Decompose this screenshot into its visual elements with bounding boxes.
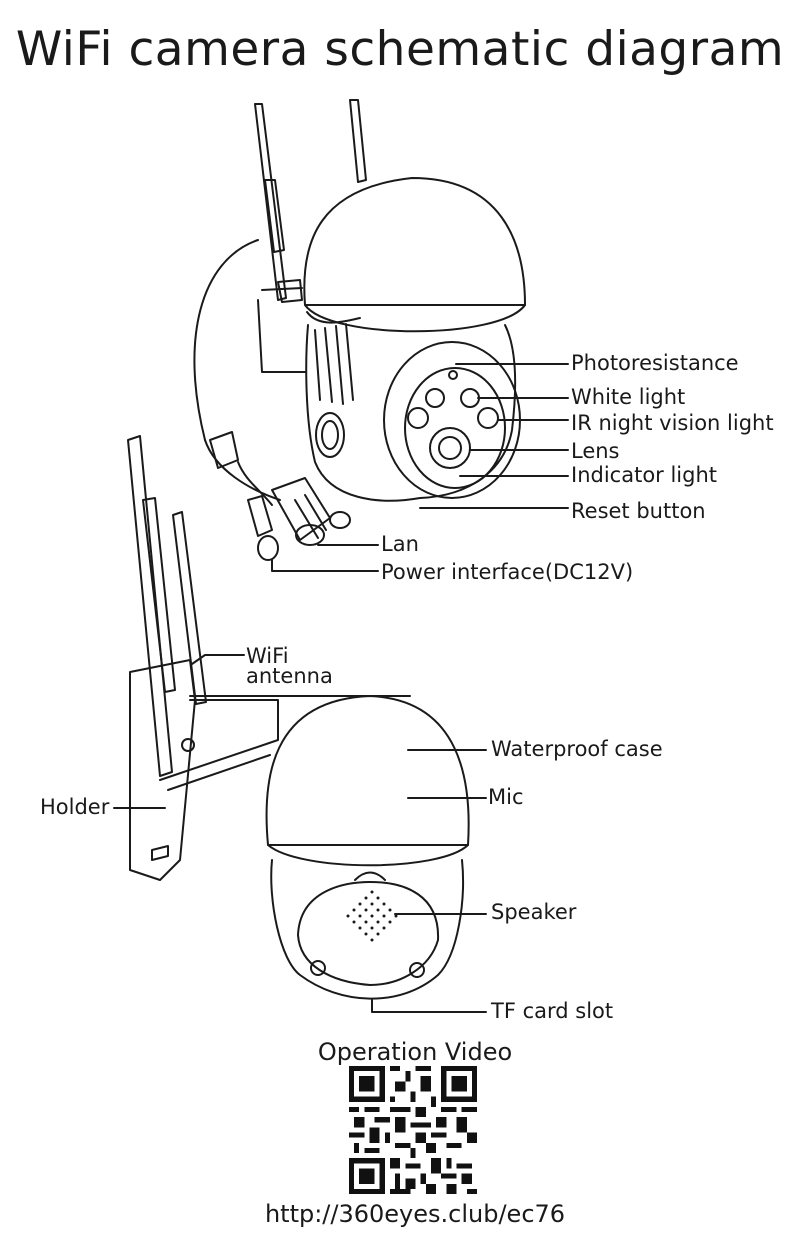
top-lower-body — [305, 324, 517, 502]
top-right-antenna — [349, 99, 367, 183]
bottom-camera-drawing — [113, 435, 487, 1013]
video-url[interactable]: http://360eyes.club/ec76 — [264, 1200, 566, 1228]
bottom-lower-sphere — [270, 859, 464, 1000]
top-dome — [303, 177, 526, 306]
label-reset-button: Reset button — [571, 499, 706, 523]
qr-code[interactable] — [349, 1066, 477, 1194]
top-left-antenna — [254, 103, 287, 301]
speaker-grille — [346, 890, 398, 942]
label-wifi-line2: antenna — [246, 664, 333, 688]
label-waterproof-case: Waterproof case — [491, 737, 663, 761]
label-wifi-antenna: WiFi antenna — [246, 644, 333, 688]
top-cable — [193, 239, 259, 441]
label-lan: Lan — [381, 532, 419, 556]
power-plug — [247, 495, 273, 537]
label-mic: Mic — [488, 785, 524, 809]
diagram-title: WiFi camera schematic diagram — [15, 22, 785, 77]
top-camera-drawing — [193, 99, 569, 572]
label-wifi-line1: WiFi — [246, 644, 289, 668]
top-lens — [429, 427, 471, 469]
label-tf-card-slot: TF card slot — [491, 999, 614, 1023]
label-lens: Lens — [571, 439, 620, 463]
label-photoresistance: Photoresistance — [571, 351, 739, 375]
bottom-dome — [265, 695, 470, 846]
label-indicator-light: Indicator light — [571, 463, 718, 487]
bottom-tall-antenna — [127, 435, 173, 777]
label-power-interface: Power interface(DC12V) — [381, 560, 634, 584]
bottom-short-antenna — [172, 511, 207, 705]
operation-video-caption: Operation Video — [317, 1038, 513, 1066]
label-ir-light: IR night vision light — [571, 411, 774, 435]
label-white-light: White light — [571, 385, 686, 409]
label-speaker: Speaker — [491, 900, 577, 924]
label-holder: Holder — [40, 795, 110, 819]
